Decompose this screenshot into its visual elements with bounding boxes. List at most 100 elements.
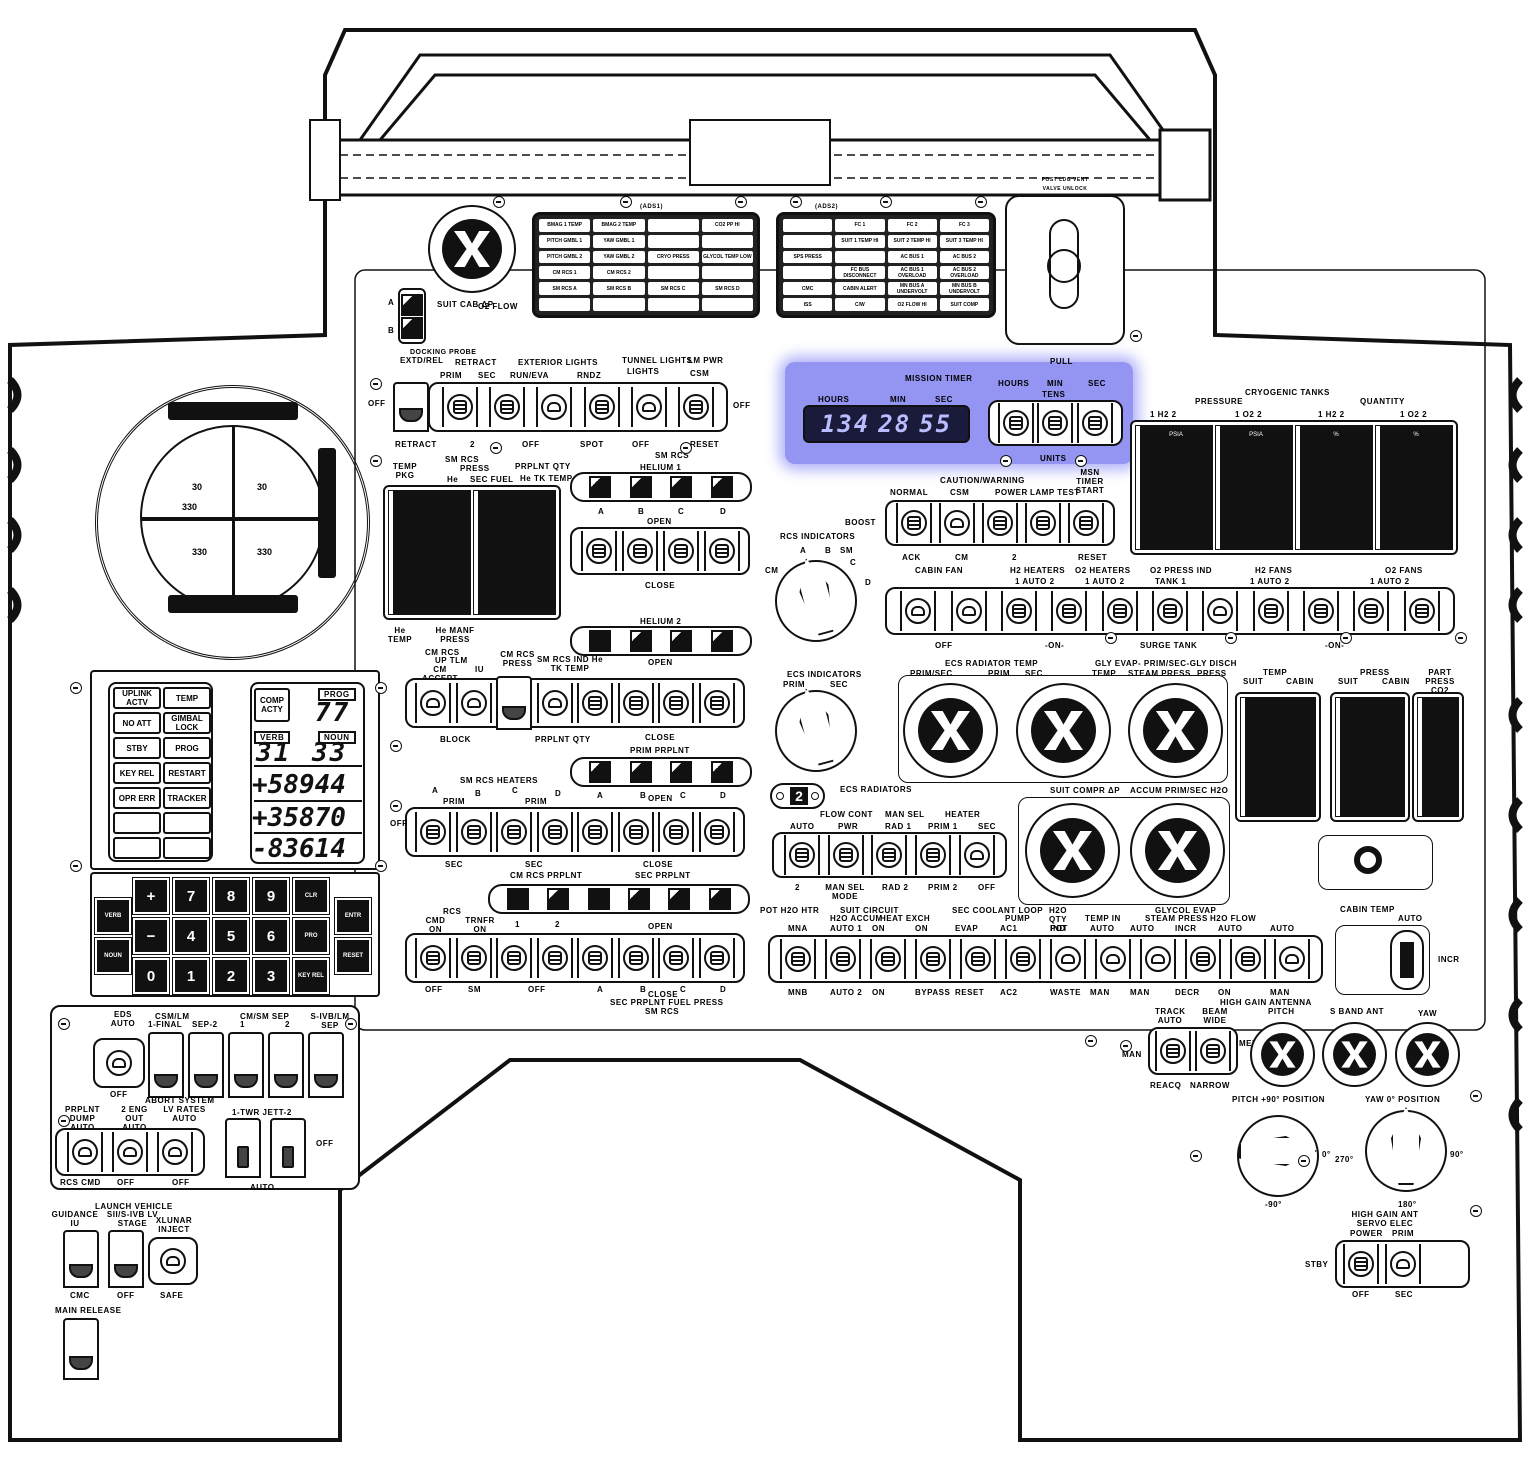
hga-yaw-selector[interactable] [1365, 1107, 1447, 1192]
heater-sec-switch[interactable] [959, 835, 996, 875]
ecs-indicators-selector[interactable] [775, 690, 857, 772]
tunnel-lights-switch[interactable] [630, 387, 667, 427]
steam-press-incr-switch[interactable] [1184, 939, 1221, 979]
dsky-key[interactable]: 8 [212, 877, 250, 915]
h2-heater-1-switch[interactable] [1000, 591, 1037, 631]
rcs-cmd-switch[interactable] [415, 938, 452, 978]
dsky-key[interactable]: 2 [212, 957, 250, 995]
heater-prim-switch[interactable] [915, 835, 952, 875]
prim-prplnt-c-switch[interactable] [658, 812, 695, 852]
sec-prplnt-b-switch[interactable] [617, 938, 654, 978]
o2-fan-1-switch[interactable] [1353, 591, 1390, 631]
dsky-key[interactable]: RESET [334, 937, 372, 975]
dsky-key[interactable]: − [132, 917, 170, 955]
hga-servo-elec-switch[interactable] [1385, 1244, 1421, 1284]
man-sel-rad-switch[interactable] [871, 835, 908, 875]
cm-rcs-prplnt-2-switch[interactable] [536, 938, 573, 978]
dsky-key[interactable]: 7 [172, 877, 210, 915]
docking-probe-extend-switch[interactable] [393, 382, 429, 432]
sm-rcs-ind-switch[interactable] [536, 683, 573, 723]
sec-prplnt-d-switch[interactable] [698, 938, 735, 978]
cm-rcs-prplnt-1-switch[interactable] [496, 938, 533, 978]
helium1-d-switch[interactable] [703, 531, 740, 571]
sm-rcs-heater-c-switch[interactable] [496, 812, 533, 852]
helium2-a-switch[interactable] [577, 683, 614, 723]
sm-rcs-heater-d-switch[interactable] [536, 812, 573, 852]
dsky-key[interactable]: PRO [292, 917, 330, 955]
dsky-key[interactable]: CLR [292, 877, 330, 915]
helium2-c-switch[interactable] [658, 683, 695, 723]
dsky-key[interactable]: NOUN [94, 937, 132, 975]
sec-coolant-heat-exch-switch[interactable] [915, 939, 952, 979]
h2o-flow-switch[interactable] [1229, 939, 1266, 979]
timer-sec-switch[interactable] [1077, 403, 1114, 443]
sec-coolant-evap-switch[interactable] [960, 939, 997, 979]
cm-sm-sep-1-switch[interactable] [228, 1032, 264, 1098]
timer-hours-switch[interactable] [997, 403, 1034, 443]
timer-min-switch[interactable] [1037, 403, 1074, 443]
probe-retract-sec-switch[interactable] [488, 387, 525, 427]
h2-fan-2-switch[interactable] [1303, 591, 1340, 631]
up-tlm-cm-switch[interactable] [415, 683, 452, 723]
o2-heater-2-switch[interactable] [1151, 591, 1188, 631]
hga-power-switch[interactable] [1343, 1244, 1379, 1284]
suit-h2o-accum-switch[interactable] [825, 939, 862, 979]
eds-auto-switch[interactable] [101, 1043, 137, 1083]
cw-mode-switch[interactable] [896, 503, 933, 543]
o2-press-ind-switch[interactable] [1202, 591, 1239, 631]
up-tlm-iu-switch[interactable] [455, 683, 492, 723]
twr-jett-1-switch[interactable] [225, 1118, 261, 1178]
glycol-temp-in-switch[interactable] [1094, 939, 1131, 979]
cm-sm-sep-2-switch[interactable] [268, 1032, 304, 1098]
s4b-lm-sep-switch[interactable] [308, 1032, 344, 1098]
cabin-temp-thumbwheel[interactable] [1390, 930, 1424, 990]
sec-prplnt-a-switch[interactable] [577, 938, 614, 978]
helium1-a-switch[interactable] [580, 531, 617, 571]
prim-prplnt-b-switch[interactable] [617, 812, 654, 852]
pot-h2o-htr-switch[interactable] [780, 939, 817, 979]
dsky-key[interactable]: 3 [252, 957, 290, 995]
dsky-key[interactable]: KEY REL [292, 957, 330, 995]
xlunar-inject-switch[interactable] [156, 1241, 190, 1281]
hga-beam-switch[interactable] [1195, 1031, 1231, 1071]
o2-heater-1-switch[interactable] [1101, 591, 1138, 631]
msn-timer-start-switch[interactable] [1067, 503, 1104, 543]
cabin-temp-mode-switch[interactable] [1274, 939, 1311, 979]
cabin-fan-1-switch[interactable] [900, 591, 937, 631]
helium2-b-switch[interactable] [617, 683, 654, 723]
prim-prplnt-d-switch[interactable] [698, 812, 735, 852]
suit-heat-exch-switch[interactable] [870, 939, 907, 979]
helium2-d-switch[interactable] [698, 683, 735, 723]
hga-track-switch[interactable] [1155, 1031, 1191, 1071]
h2-fan-1-switch[interactable] [1252, 591, 1289, 631]
probe-retract-prim-switch[interactable] [441, 387, 478, 427]
lv-guidance-switch[interactable] [63, 1230, 99, 1288]
dsky-key[interactable]: + [132, 877, 170, 915]
steam-press-auto-switch[interactable] [1139, 939, 1176, 979]
flow-cont-pwr-switch[interactable] [827, 835, 864, 875]
dsky-key[interactable]: 9 [252, 877, 290, 915]
sm-rcs-heater-b-switch[interactable] [455, 812, 492, 852]
dsky-key[interactable]: 5 [212, 917, 250, 955]
cw-power-switch[interactable] [981, 503, 1018, 543]
h2-heater-2-switch[interactable] [1051, 591, 1088, 631]
h2o-qty-ind-switch[interactable] [1049, 939, 1086, 979]
sm-rcs-heater-a-switch[interactable] [415, 812, 452, 852]
lv-stage-switch[interactable] [108, 1230, 144, 1288]
dsky-key[interactable]: VERB [94, 897, 132, 935]
o2-fan-2-switch[interactable] [1403, 591, 1440, 631]
prplnt-dump-switch[interactable] [67, 1132, 104, 1172]
cabin-fan-2-switch[interactable] [950, 591, 987, 631]
rcs-trnfr-switch[interactable] [455, 938, 492, 978]
lm-pwr-switch[interactable] [678, 387, 715, 427]
dsky-key[interactable]: 1 [172, 957, 210, 995]
cw-csm-cm-switch[interactable] [939, 503, 976, 543]
csm-lm-sep-2-switch[interactable] [188, 1032, 224, 1098]
sec-prplnt-c-switch[interactable] [658, 938, 695, 978]
helium1-c-switch[interactable] [662, 531, 699, 571]
dsky-key[interactable]: 4 [172, 917, 210, 955]
two-eng-out-switch[interactable] [111, 1132, 148, 1172]
flow-cont-auto-switch[interactable] [783, 835, 820, 875]
dsky-key[interactable]: 0 [132, 957, 170, 995]
dsky-key[interactable]: 6 [252, 917, 290, 955]
